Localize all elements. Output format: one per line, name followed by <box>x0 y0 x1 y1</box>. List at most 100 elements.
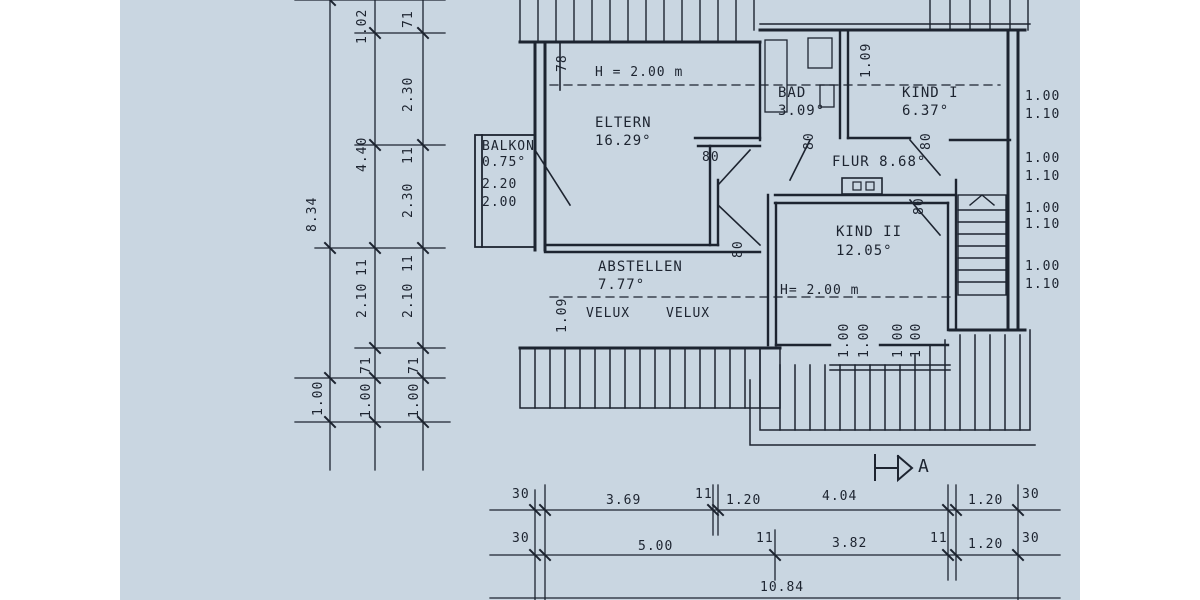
door-width-4: 80 <box>919 132 934 150</box>
height-label-upper: H = 2.00 m <box>595 65 684 80</box>
floor-plan-drawing <box>294 0 1061 600</box>
section-arrow <box>874 454 914 483</box>
roof-rafters-bottom <box>519 329 1036 446</box>
chimney <box>841 177 883 195</box>
bottom-r2-4: 3.82 <box>832 536 868 551</box>
area-unit: ° <box>916 154 927 170</box>
right-dim-6: 1.10 <box>1025 217 1061 232</box>
left-dimension-lines <box>294 0 451 471</box>
window-dim-2: 1.00 <box>857 322 872 358</box>
room-balkon-area: 0.75° <box>482 156 526 170</box>
section-marker: A <box>918 456 930 477</box>
left-dim-c2-6: 2.10 <box>401 282 416 318</box>
right-dim-5: 1.00 <box>1025 201 1061 216</box>
bottom-r1-5: 4.04 <box>822 489 858 504</box>
bottom-r2-3: 11 <box>756 531 774 546</box>
room-eltern-area: 16.29° <box>595 134 652 148</box>
room-bad-name: BAD <box>778 85 807 101</box>
right-dim-7: 1.00 <box>1025 259 1061 274</box>
inner-dim-1: 1.09 <box>859 42 874 78</box>
area-unit: ° <box>517 155 527 170</box>
left-dim-c3-1: 1.00 <box>407 382 422 418</box>
area-value: 6.37 <box>902 103 940 119</box>
area-unit: ° <box>642 133 652 149</box>
door-width-1: 80 <box>702 150 720 165</box>
bottom-total: 10.84 <box>760 580 805 595</box>
left-dim-c2-8: 1.00 <box>359 382 374 418</box>
balkon-dim-2: 2.00 <box>482 195 518 210</box>
right-dim-2: 1.10 <box>1025 107 1061 122</box>
bottom-r1-4: 1.20 <box>726 493 762 508</box>
room-eltern-name: ELTERN <box>595 115 652 131</box>
area-value: 0.75 <box>482 155 518 170</box>
bottom-r2-1: 30 <box>512 531 530 546</box>
room-flur-name: FLUR <box>832 154 870 170</box>
area-value: 8.68 <box>879 154 917 170</box>
area-unit: ° <box>939 103 950 119</box>
room-flur: FLUR 8.68° <box>832 155 926 169</box>
door-swings <box>533 41 942 247</box>
room-abstellen-name: ABSTELLEN <box>598 259 683 275</box>
room-kind2-name: KIND II <box>836 224 903 240</box>
left-dim-c3-2: 71 <box>407 356 422 374</box>
bottom-r2-6: 1.20 <box>968 537 1004 552</box>
balkon-dim-1: 2.20 <box>482 177 518 192</box>
roof-rafters-top <box>519 0 1031 43</box>
bottom-r1-2: 3.69 <box>606 493 642 508</box>
right-dim-8: 1.10 <box>1025 277 1061 292</box>
door-width-6: 78 <box>555 54 570 72</box>
room-kind1-area: 6.37° <box>902 104 949 118</box>
area-value: 16.29 <box>595 133 643 149</box>
staircase <box>957 194 1007 296</box>
door-width-2: 80 <box>731 240 746 258</box>
left-dim-c1-1: 1.02 <box>355 8 370 44</box>
bottom-r2-7: 30 <box>1022 531 1040 546</box>
inner-dim-2: 1.09 <box>555 297 570 333</box>
skylight-label-1: VELUX <box>586 306 631 321</box>
left-dimension-ticks <box>323 0 430 429</box>
window-dim-4: 1.00 <box>909 322 924 358</box>
bottom-r2-2: 5.00 <box>638 539 674 554</box>
window-dim-1: 1.00 <box>837 322 852 358</box>
left-dim-c2-5: 11 <box>401 254 416 272</box>
left-dim-c2-1: 71 <box>401 10 416 28</box>
balcony-outline <box>474 134 536 248</box>
area-value: 7.77 <box>598 277 636 293</box>
left-dim-c2-2: 2.30 <box>401 76 416 112</box>
bottom-r2-5: 11 <box>930 531 948 546</box>
window-dim-3: 1.00 <box>891 322 906 358</box>
right-dim-3: 1.00 <box>1025 151 1061 166</box>
area-unit: ° <box>635 277 646 293</box>
room-kind1-name: KIND I <box>902 85 959 101</box>
room-balkon-name: BALKON <box>482 139 535 154</box>
skylight-label-2: VELUX <box>666 306 711 321</box>
room-kind2-area: 12.05° <box>836 244 893 258</box>
area-value: 3.09 <box>778 103 816 119</box>
bottom-r1-1: 30 <box>512 487 530 502</box>
left-dim-c1-5: 1.00 <box>311 380 326 416</box>
blueprint-sheet: ELTERN 16.29° BAD 3.09° KIND I 6.37° FLU… <box>120 0 1080 600</box>
left-dim-c2-7: 71 <box>359 356 374 374</box>
area-value: 12.05 <box>836 243 884 259</box>
left-dim-c2-4: 2.30 <box>401 182 416 218</box>
dashed-height-lines <box>549 84 1001 298</box>
right-dim-4: 1.10 <box>1025 169 1061 184</box>
room-abstellen-area: 7.77° <box>598 278 645 292</box>
room-bad-area: 3.09° <box>778 104 825 118</box>
height-label-lower: H= 2.00 m <box>780 283 860 298</box>
bottom-r1-6: 1.20 <box>968 493 1004 508</box>
door-width-5: 80 <box>912 197 927 215</box>
left-dim-c1-2: 4.40 <box>355 136 370 172</box>
right-dim-1: 1.00 <box>1025 89 1061 104</box>
left-dim-c2-3: 11 <box>401 146 416 164</box>
bath-fixtures <box>764 37 835 113</box>
area-unit: ° <box>883 243 893 259</box>
bottom-r1-7: 30 <box>1022 487 1040 502</box>
area-unit: ° <box>815 103 826 119</box>
left-dim-c1-4: 2.10 <box>355 282 370 318</box>
door-width-3: 80 <box>802 132 817 150</box>
bottom-dimension-ticks <box>528 503 1025 562</box>
left-dim-c1-3: 11 <box>355 258 370 276</box>
left-dim-total: 8.34 <box>305 196 320 232</box>
bottom-r1-3: 11 <box>695 487 713 502</box>
